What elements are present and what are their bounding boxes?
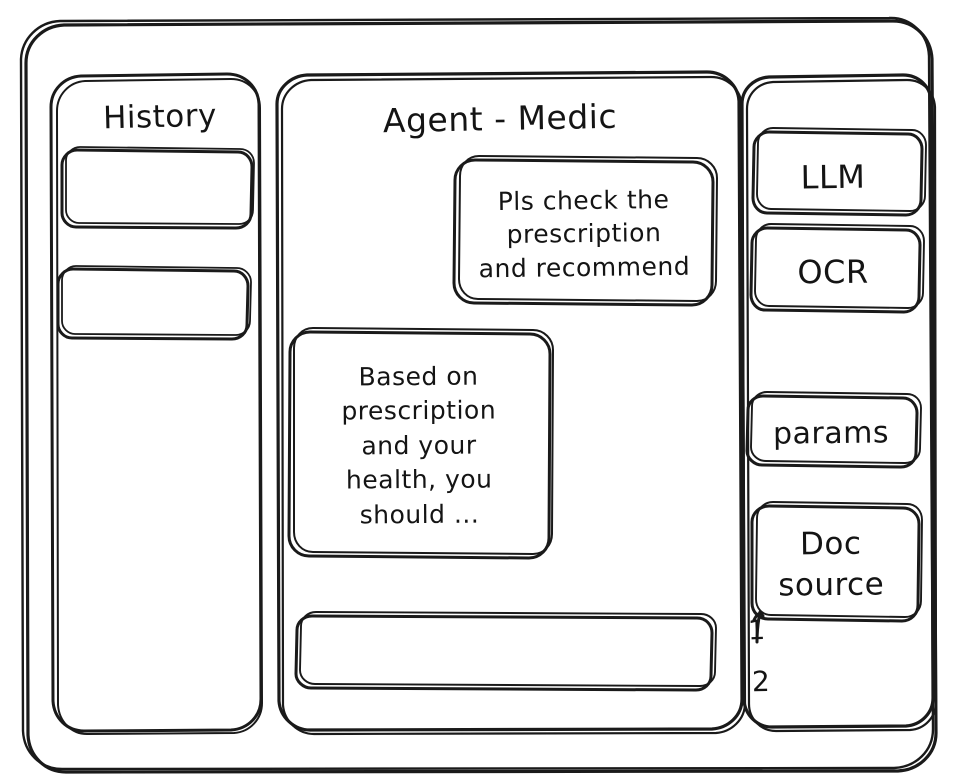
history-item-2[interactable] xyxy=(58,266,251,339)
agent-panel-title: Agent - Medic xyxy=(382,96,618,141)
history-item-1[interactable] xyxy=(62,147,254,228)
tool-button-llm[interactable]: LLM xyxy=(800,157,866,196)
user-message-bubble: Pls check the prescription and recommend xyxy=(478,184,691,284)
tool-button-doc-source[interactable]: Doc source xyxy=(778,525,885,604)
doc-source-list-item-2[interactable]: 2 xyxy=(751,665,771,699)
agent-message-bubble: Based on prescription and your health, y… xyxy=(341,361,497,530)
tool-button-ocr[interactable]: OCR xyxy=(797,252,869,291)
tool-button-params[interactable]: params xyxy=(772,415,890,452)
doc-source-list-item-1[interactable]: 1 xyxy=(747,614,767,647)
message-input[interactable] xyxy=(296,612,716,690)
